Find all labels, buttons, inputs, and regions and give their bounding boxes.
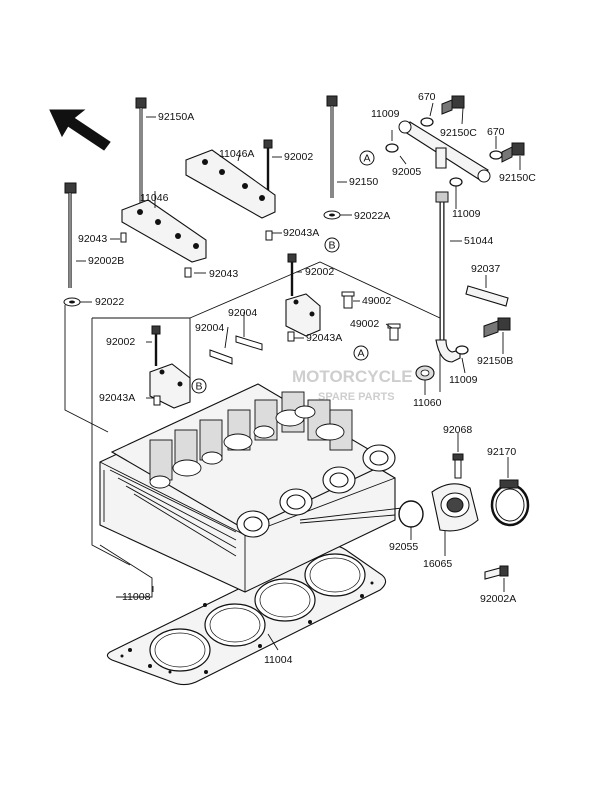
bolt-92002B — [64, 182, 77, 288]
callout-a-top: A — [359, 150, 375, 166]
svg-text:A: A — [363, 153, 370, 165]
label-51044: 51044 — [464, 235, 493, 247]
label-670-a: 670 — [418, 91, 436, 103]
label-92150C-a: 92150C — [440, 127, 477, 139]
label-leaders — [76, 102, 521, 651]
label-49002-a: 49002 — [362, 295, 391, 307]
cylinder-head — [99, 383, 396, 593]
label-92170: 92170 — [487, 446, 516, 458]
callout-a-head: A — [353, 345, 369, 361]
dowel-pins — [120, 230, 295, 406]
label-11009-mid: 11009 — [452, 208, 481, 220]
banjo-bolt-92150C-b — [501, 142, 525, 163]
label-92150B: 92150B — [477, 355, 513, 367]
label-92022: 92022 — [95, 296, 124, 308]
label-92043A-top: 92043A — [283, 227, 319, 239]
watermark-line2: SPARE PARTS — [318, 391, 395, 403]
label-11004: 11004 — [264, 654, 293, 666]
clamp-92170 — [490, 479, 530, 527]
svg-text:B: B — [328, 240, 335, 252]
bolt-92002-middle — [287, 253, 297, 296]
studs-92004 — [209, 335, 263, 365]
label-11060: 11060 — [413, 397, 442, 409]
label-49002-b: 49002 — [350, 318, 379, 330]
bolt-92150A — [135, 97, 147, 205]
front-direction-arrow — [49, 109, 111, 151]
label-92150: 92150 — [349, 176, 378, 188]
label-92002-mid: 92002 — [305, 266, 334, 278]
label-670-b: 670 — [487, 126, 505, 138]
cam-cap-small-middle — [285, 293, 321, 337]
label-11009-top: 11009 — [371, 108, 400, 120]
label-92150C-b: 92150C — [499, 172, 536, 184]
label-11046A: 11046A — [219, 148, 254, 160]
label-92002A: 92002A — [480, 593, 516, 605]
cam-cap-11046 — [121, 199, 207, 263]
label-92043A-mid: 92043A — [306, 332, 342, 344]
label-92002-top: 92002 — [284, 151, 313, 163]
holder-16065 — [431, 483, 479, 532]
label-92055: 92055 — [389, 541, 418, 553]
bolt-92150 — [326, 95, 338, 198]
callout-b-top: B — [324, 237, 340, 253]
label-16065: 16065 — [423, 558, 452, 570]
watermark-line1: MOTORCYCLE — [292, 367, 413, 386]
label-92068: 92068 — [443, 424, 472, 436]
bolt-92002-left — [151, 325, 161, 366]
banjo-bolt-92150B — [455, 317, 511, 355]
washer-92022A — [323, 210, 341, 220]
label-11046: 11046 — [140, 192, 169, 204]
washer-92022 — [63, 297, 81, 307]
label-11009-bottom: 11009 — [449, 374, 478, 386]
label-92004-upper: 92004 — [228, 307, 257, 319]
bolt-92002-top — [263, 139, 273, 192]
label-92043A-left: 92043A — [99, 392, 135, 404]
banjo-bolt-92150C-a — [441, 95, 465, 115]
label-92022A: 92022A — [354, 210, 390, 222]
o-ring-92055 — [398, 500, 424, 528]
oil-pipe-92005 — [398, 120, 491, 183]
screw-92002A — [484, 565, 509, 580]
callout-b-head: B — [191, 378, 207, 394]
part-number-labels: 92150A 11009 670 92150C 670 92150C 11046… — [78, 91, 536, 666]
part-49002 — [341, 291, 401, 341]
label-92002B: 92002B — [88, 255, 124, 267]
svg-text:A: A — [357, 348, 364, 360]
oil-pipe-51044 — [435, 191, 461, 363]
svg-text:B: B — [195, 381, 202, 393]
label-11008: 11008 — [122, 591, 151, 603]
label-92002-left: 92002 — [106, 336, 135, 348]
label-92004-lower: 92004 — [195, 322, 224, 334]
label-92005: 92005 — [392, 166, 421, 178]
part-92037 — [465, 285, 509, 307]
label-92043: 92043 — [209, 268, 238, 280]
head-gasket — [106, 544, 387, 686]
cap-11060 — [415, 365, 435, 381]
cam-cap-11046A — [185, 149, 276, 219]
watermark: MOTORCYCLE SPARE PARTS — [292, 367, 413, 403]
plug-92068 — [452, 453, 464, 479]
label-92150A: 92150A — [158, 111, 194, 123]
label-92037: 92037 — [471, 263, 500, 275]
label-92043-left: 92043 — [78, 233, 107, 245]
